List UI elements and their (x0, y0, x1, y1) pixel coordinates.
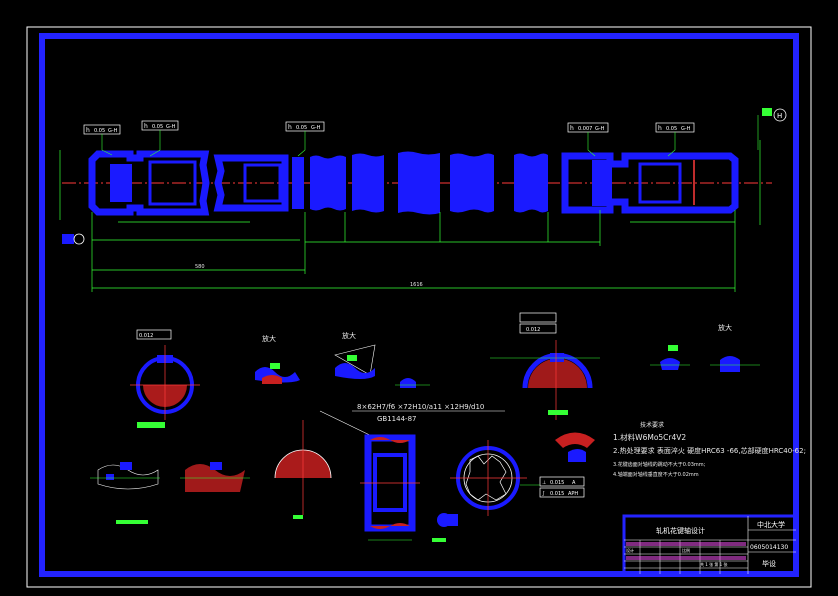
detail-view-6 (180, 462, 250, 492)
svg-text:0.007: 0.007 (578, 126, 592, 132)
svg-text:G-H: G-H (166, 124, 176, 130)
shaft-dimensions (59, 140, 761, 292)
svg-text:放大: 放大 (262, 334, 276, 343)
hatched-fragment (555, 432, 595, 462)
svg-text:0.05: 0.05 (94, 128, 105, 134)
shaft-section-2 (213, 154, 289, 212)
tech-req-heading: 技术要求 (640, 421, 664, 429)
datum-left-symbol (62, 233, 85, 245)
shaft-main-view: 580 1616 h 0.05 G-H h 0.05 G-H h 0.05 G-… (59, 108, 787, 292)
spline-sleeve-view (360, 434, 420, 541)
title-block-drawing-no: 0605014130 (750, 544, 788, 551)
tech-req-item-1: 1.材料W6Mo5Cr4V2 (613, 432, 686, 442)
svg-text:放大: 放大 (718, 323, 732, 332)
length-dim-580: 580 (195, 264, 205, 270)
spline-end-view (450, 440, 527, 516)
svg-text:APH: APH (568, 491, 578, 497)
bottom-row-views: 8×62H7/f6 ×72H10/a11 ×12H9/d10 GB1144-87 (90, 403, 595, 542)
section-view-1: 0.012 (130, 329, 200, 428)
svg-text:0.015: 0.015 (550, 480, 564, 486)
svg-text:G-H: G-H (595, 126, 605, 132)
title-block-scale-label: 比例 (682, 547, 690, 553)
tech-req-item-4: 4.轴端面对轴线垂直度不大于0.02mm (613, 471, 699, 478)
inner-frame (39, 33, 799, 577)
svg-text:H: H (777, 112, 782, 120)
tech-req-item-2: 2.热处理要求 表面淬火 硬度HRC63 -66,芯部硬度HRC40-62; (613, 446, 806, 455)
svg-text:0.012: 0.012 (139, 333, 153, 339)
detail-view-2: 放大 (334, 331, 376, 379)
technical-requirements: 技术要求 1.材料W6Mo5Cr4V2 2.热处理要求 表面淬火 硬度HRC63… (613, 421, 806, 478)
tech-req-item-3: 3.花键齿面对轴线的跳动不大于0.03mm; (613, 461, 706, 468)
gear-sector-view (274, 420, 332, 519)
key-part-view (432, 513, 458, 542)
title-block-designer-label: 设计 (626, 547, 634, 553)
svg-text:GB1144-87: GB1144-87 (377, 415, 416, 423)
svg-text:h: h (570, 125, 574, 132)
top-tolerance-frames: h 0.05 G-H h 0.05 G-H h 0.05 G-H h 0.007… (83, 120, 695, 135)
length-dim-1616: 1616 (410, 282, 423, 288)
svg-text:h: h (86, 127, 90, 134)
title-block-school: 中北大学 (757, 520, 785, 529)
detail-view-1: 放大 (255, 334, 300, 384)
shaft-section-right (561, 152, 739, 214)
svg-text:G-H: G-H (681, 126, 691, 132)
section-views-row: 0.012 放大 放大 (130, 312, 760, 428)
svg-text:0.012: 0.012 (526, 327, 540, 333)
spline-callout: 8×62H7/f6 ×72H10/a11 ×12H9/d10 GB1144-87 (319, 403, 505, 441)
svg-text:⊥: ⊥ (542, 480, 546, 486)
svg-text:0.05: 0.05 (152, 124, 163, 130)
outer-frame (26, 26, 812, 588)
svg-text:h: h (288, 124, 292, 131)
detail-view-4: 放大 (650, 323, 760, 372)
svg-text:0.015: 0.015 (550, 491, 564, 497)
shaft-section-left (88, 150, 210, 216)
detail-view-5 (90, 462, 160, 524)
title-block: 轧机花键轴设计 中北大学 0605014130 共 1 张 第 1 张 比例 设… (622, 514, 798, 576)
svg-text:0.05: 0.05 (666, 126, 677, 132)
svg-text:0.05: 0.05 (296, 125, 307, 131)
svg-text:A: A (572, 480, 576, 486)
detail-view-3 (395, 378, 430, 388)
title-block-bottom-right: 毕设 (762, 559, 776, 568)
svg-text:8×62H7/f6 ×72H10/a11 ×12H9/d10: 8×62H7/f6 ×72H10/a11 ×12H9/d10 (357, 403, 484, 411)
title-block-title: 轧机花键轴设计 (656, 526, 705, 535)
section-view-2: 0.012 (490, 312, 600, 420)
svg-text:h: h (658, 125, 662, 132)
svg-text:∫: ∫ (542, 491, 545, 497)
datum-h-symbol: H (762, 108, 787, 122)
shaft-spline-section (292, 151, 548, 215)
svg-text:G-H: G-H (108, 128, 118, 134)
lower-tolerance-frames: ⊥ 0.015 A ∫ 0.015 APH (520, 476, 585, 498)
svg-text:h: h (144, 123, 148, 130)
svg-text:G-H: G-H (311, 125, 321, 131)
title-block-sheet: 共 1 张 第 1 张 (700, 561, 727, 567)
svg-text:放大: 放大 (342, 331, 356, 340)
